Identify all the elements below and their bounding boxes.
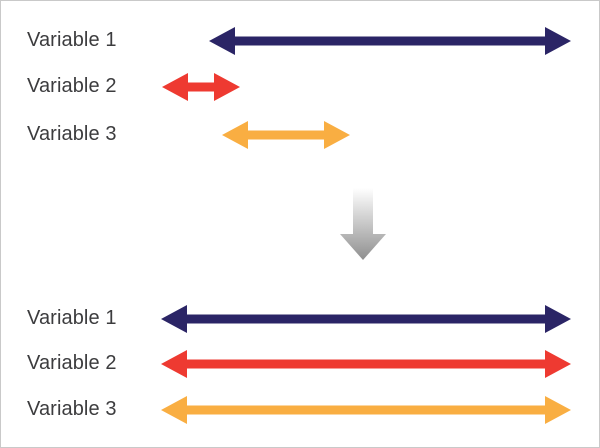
arrow-body xyxy=(209,27,571,55)
row-label-after-3: Variable 3 xyxy=(27,398,117,420)
arrow-body xyxy=(222,121,350,149)
row-label-before-3: Variable 3 xyxy=(27,123,117,145)
arrow-down-icon xyxy=(340,188,386,260)
down-arrow-body xyxy=(340,188,386,260)
row-label-before-1: Variable 1 xyxy=(27,29,117,51)
arrow-after-3 xyxy=(161,396,571,424)
row-label-before-2: Variable 2 xyxy=(27,75,117,97)
arrow-after-1 xyxy=(161,305,571,333)
arrow-before-2 xyxy=(162,73,240,101)
arrow-body xyxy=(161,305,571,333)
row-label-after-1: Variable 1 xyxy=(27,307,117,329)
arrow-before-3 xyxy=(222,121,350,149)
arrow-body xyxy=(161,396,571,424)
arrow-body xyxy=(162,73,240,101)
row-label-after-2: Variable 2 xyxy=(27,352,117,374)
arrow-before-1 xyxy=(209,27,571,55)
arrow-body xyxy=(161,350,571,378)
arrow-after-2 xyxy=(161,350,571,378)
